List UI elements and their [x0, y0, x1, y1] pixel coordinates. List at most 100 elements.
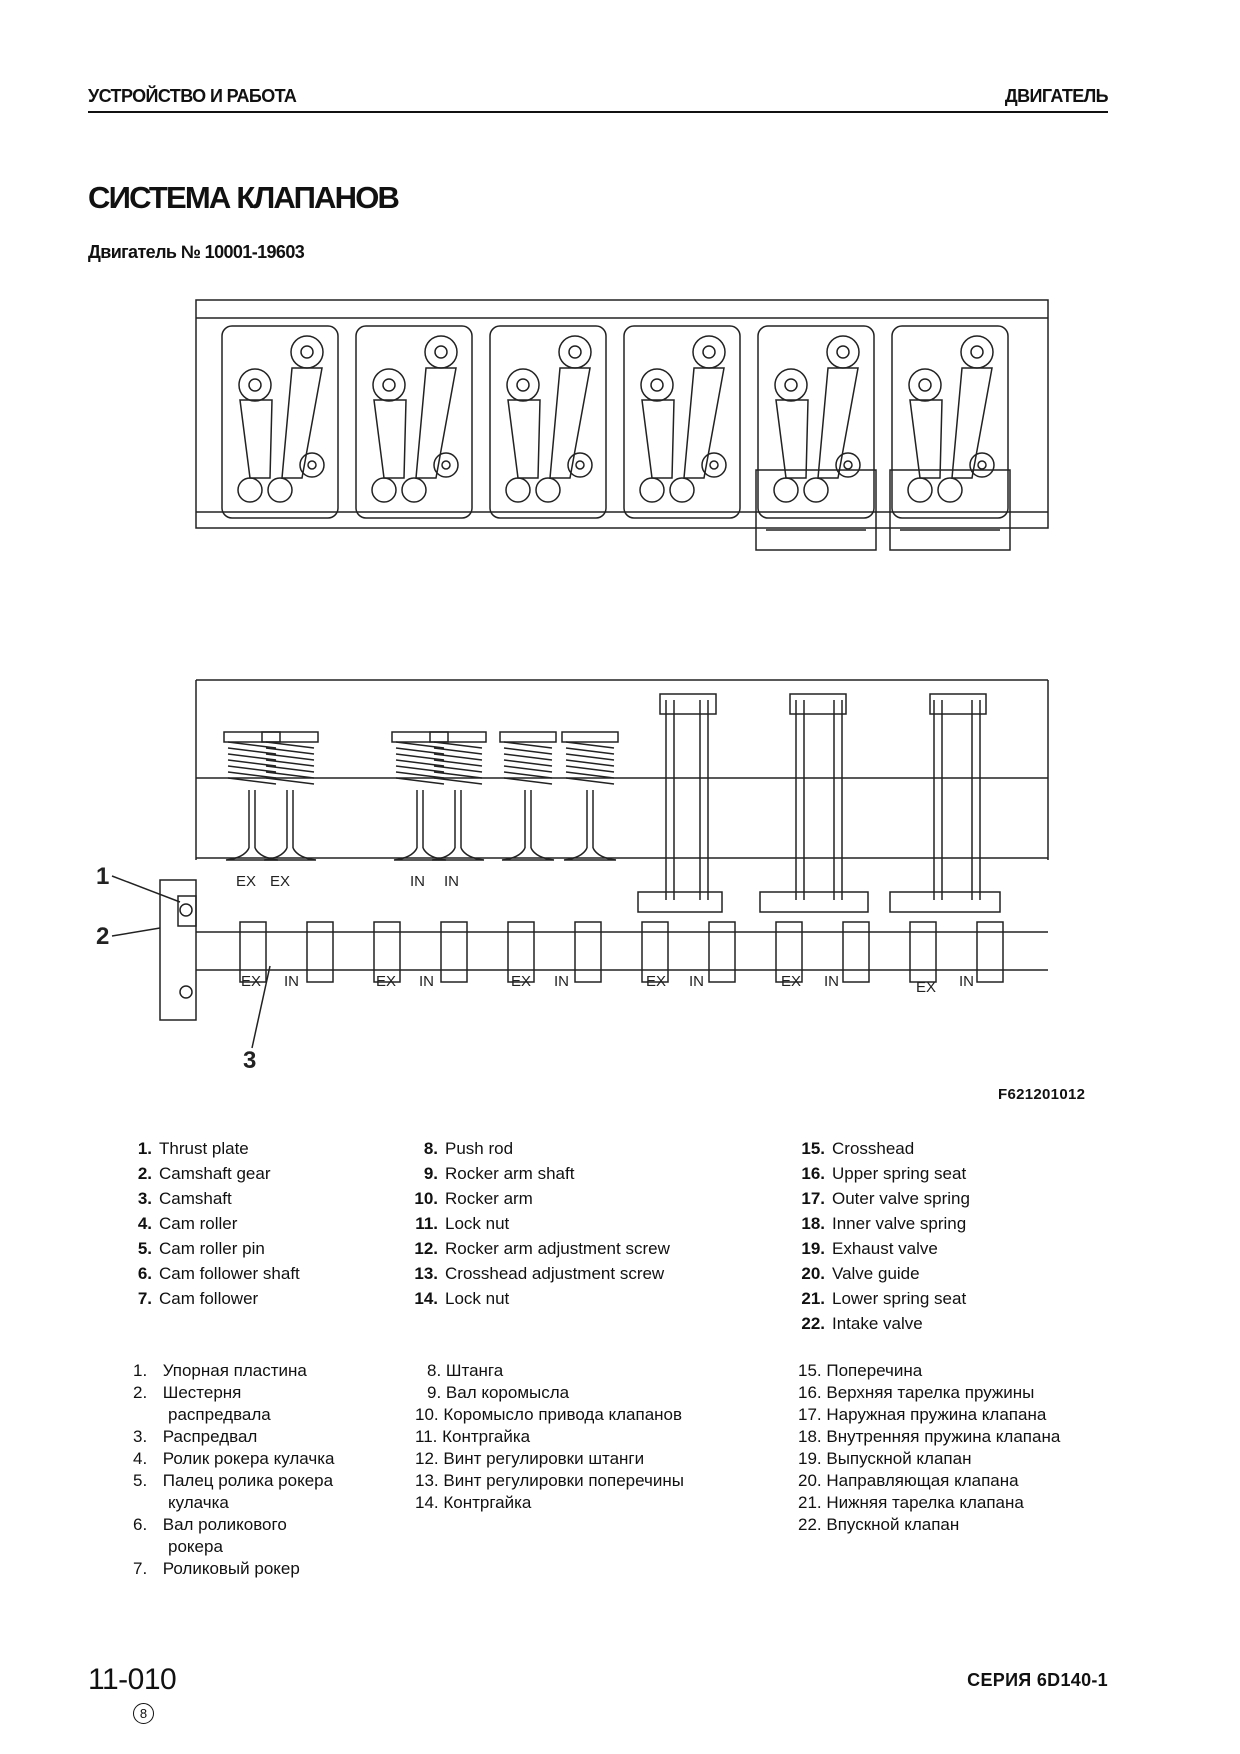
- cylinder-bay: [757, 325, 875, 519]
- valve-spring-coil: [265, 741, 315, 749]
- legend-ru-item: 12. Винт регулировки штанги: [415, 1449, 645, 1468]
- upper-spring-seat: [391, 731, 449, 743]
- valve-spring-coil: [395, 777, 445, 785]
- push-rod-socket: [433, 452, 459, 478]
- valve-spring-coil: [265, 777, 315, 785]
- legend-item: 15. Crosshead: [795, 1136, 1065, 1161]
- valve-label-ex-2: EX: [270, 873, 290, 890]
- cam-lobe: [373, 921, 401, 983]
- cam-label-in-6: IN: [959, 973, 974, 990]
- rocker-pivot-center: [650, 378, 664, 392]
- push-rod-socket: [401, 477, 427, 503]
- valve-spring-coil: [565, 753, 615, 761]
- legend-ru-item: 9. Вал коромысла: [427, 1383, 570, 1402]
- legend-number: 20.: [801, 1264, 825, 1283]
- page-subtitle: Двигатель № 10001-19603: [88, 242, 305, 262]
- legend-text: Inner valve spring: [832, 1214, 967, 1233]
- upper-spring-seat: [261, 731, 319, 743]
- valve-head: [563, 847, 617, 861]
- legend-item: 1.Thrust plate: [122, 1136, 382, 1161]
- rocker-pivot-center: [702, 345, 716, 359]
- legend-number: 12.: [414, 1239, 438, 1258]
- bolt: [179, 903, 193, 917]
- legend-item: 9.Rocker arm shaft: [408, 1161, 738, 1186]
- rocker-arm: [775, 399, 809, 479]
- valve-spring-coil: [265, 747, 315, 755]
- cylinder-head-outline: [195, 299, 1049, 529]
- valve-spring-coil: [227, 747, 277, 755]
- rocker-pivot: [558, 335, 592, 369]
- legend-number: 4.: [137, 1214, 152, 1233]
- rocker-pivot: [238, 368, 272, 402]
- legend-ru-item: 3. Распредвал: [133, 1426, 403, 1448]
- legend-text: Cam follower: [159, 1289, 259, 1308]
- rocker-arm: [683, 367, 725, 479]
- legend-ru-item: 10. Коромысло привода клапанов: [415, 1405, 683, 1424]
- legend-number: 16.: [801, 1164, 825, 1183]
- legend-number: 15.: [801, 1139, 825, 1158]
- cam-label-ex-5: EX: [781, 973, 801, 990]
- legend-ru-item: 16. Верхняя тарелка пружины: [798, 1383, 1035, 1402]
- legend-text: Upper spring seat: [832, 1164, 967, 1183]
- legend-ru-item: 14. Контргайка: [415, 1493, 532, 1512]
- valve-spring-coil: [565, 747, 615, 755]
- legend-item: 17.Outer valve spring: [795, 1186, 1065, 1211]
- revision-mark: 8: [133, 1703, 154, 1724]
- cam-lobe: [976, 921, 1004, 983]
- valve-assembly: [223, 731, 281, 861]
- valve-spring-coil: [227, 777, 277, 785]
- legend-number: 5.: [133, 1471, 148, 1490]
- legend-item: 22.Intake valve: [795, 1311, 1065, 1336]
- legend-item: 21.Lower spring seat: [795, 1286, 1065, 1311]
- rocker-pivot: [424, 335, 458, 369]
- legend-number: 9.: [423, 1164, 438, 1183]
- valve-spring-coil: [433, 771, 483, 779]
- valve-spring-coil: [433, 741, 483, 749]
- push-rod-socket: [669, 477, 695, 503]
- legend-text: Ролик рокера кулачка: [162, 1449, 335, 1468]
- valve-spring-coil: [565, 765, 615, 773]
- upper-spring-seat: [561, 731, 619, 743]
- thrust-plate: [177, 895, 197, 927]
- legend-item: 4.Cam roller: [122, 1211, 382, 1236]
- valve-head: [393, 847, 447, 861]
- legend-ru-continuation: кулачка: [168, 1493, 229, 1512]
- legend-text: Push rod: [445, 1139, 514, 1158]
- legend-ru-item: 4. Ролик рокера кулачка: [133, 1448, 403, 1470]
- cam-label-in-1: IN: [284, 973, 299, 990]
- legend-text: Camshaft: [159, 1189, 232, 1208]
- legend-number: 18.: [801, 1214, 825, 1233]
- valve-spring-coil: [227, 759, 277, 767]
- rocker-pivot-center: [918, 378, 932, 392]
- valve-spring-coil: [503, 771, 553, 779]
- rocker-arm: [549, 367, 591, 479]
- legend-text: Crosshead adjustment screw: [445, 1264, 665, 1283]
- rocker-arm: [281, 367, 323, 479]
- valve-assembly: [499, 731, 557, 861]
- cylinder-bay: [489, 325, 607, 519]
- block-outline: [195, 679, 1049, 860]
- legend-text: Распредвал: [162, 1427, 258, 1446]
- rocker-pivot-center: [784, 378, 798, 392]
- rocker-assembly: [623, 325, 741, 519]
- legend-number: 10.: [414, 1189, 438, 1208]
- legend-text: Упорная пластина: [162, 1361, 307, 1380]
- valve-spring-coil: [265, 753, 315, 761]
- cam-lobe: [909, 921, 937, 983]
- rocker-pivot: [960, 335, 994, 369]
- legend-ru-item: 19. Выпускной клапан: [798, 1449, 972, 1468]
- cam-follower-shaft: [637, 891, 723, 913]
- rocker-pivot-center: [382, 378, 396, 392]
- legend-ru-item: 21. Нижняя тарелка клапана: [798, 1493, 1024, 1512]
- valve-spring-coil: [565, 771, 615, 779]
- rocker-assembly: [221, 325, 339, 519]
- legend-item: 10.Rocker arm: [408, 1186, 738, 1211]
- upper-spring-seat: [223, 731, 281, 743]
- rocker-pivot: [290, 335, 324, 369]
- cam-label-in-2: IN: [419, 973, 434, 990]
- legend-text: Lock nut: [445, 1214, 510, 1233]
- valve-spring-coil: [227, 741, 277, 749]
- cam-lobe: [775, 921, 803, 983]
- cam-lobe: [641, 921, 669, 983]
- legend-text: Crosshead: [832, 1139, 915, 1158]
